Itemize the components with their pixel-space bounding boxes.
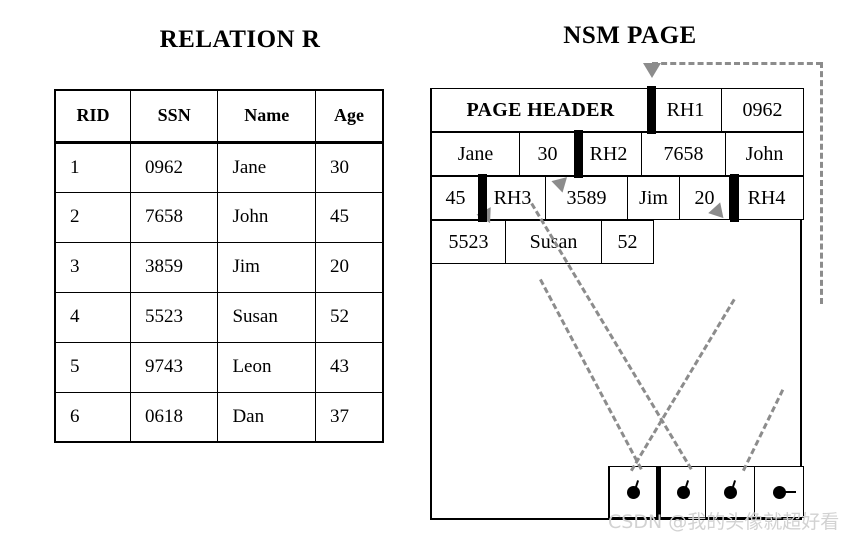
field-ssn-7658: 7658	[642, 132, 726, 176]
watermark: CSDN @我的头像就超好看	[608, 511, 840, 533]
cell-age: 30	[314, 141, 384, 193]
cell-rid: 6	[54, 391, 131, 443]
cell-age: 45	[314, 191, 384, 243]
nsm-row-4: 5523 Susan 52	[430, 220, 654, 264]
table-row: 4 5523 Susan 52	[54, 291, 384, 343]
nsm-row-1: PAGE HEADER RH1 0962	[430, 88, 804, 132]
field-ssn-3589: 3589	[546, 176, 628, 220]
cell-age: 37	[314, 391, 384, 443]
slot-pointer-dot-icon	[724, 486, 737, 499]
record-header-rh1: RH1	[650, 88, 722, 132]
cell-rid: 1	[54, 141, 131, 193]
dashed-line-top-horizontal	[652, 62, 822, 65]
cell-ssn: 0962	[129, 141, 219, 193]
nsm-page-box: PAGE HEADER RH1 0962 Jane 30 RH2 7658 Jo…	[430, 86, 804, 520]
field-age-52: 52	[602, 220, 654, 264]
relation-title: RELATION R	[159, 26, 321, 53]
slot-pointer-dot-icon	[627, 486, 640, 499]
cell-rid: 5	[54, 341, 131, 393]
record-separator-bar-3	[478, 174, 487, 222]
table-row: 3 3859 Jim 20	[54, 241, 384, 293]
slot-entry-3[interactable]	[706, 466, 755, 518]
field-ssn-5523: 5523	[430, 220, 506, 264]
cell-name: Jim	[217, 241, 316, 293]
cell-ssn: 9743	[129, 341, 219, 393]
slot-entry-4[interactable]	[755, 466, 804, 518]
column-header-rid: RID	[54, 89, 131, 144]
table-header-row: RID SSN Name Age	[54, 89, 384, 144]
cell-name: John	[217, 191, 316, 243]
relation-table: RID SSN Name Age 1 0962 Jane 30 2 7658 J…	[54, 89, 384, 443]
field-name-jane: Jane	[430, 132, 520, 176]
cell-age: 43	[314, 341, 384, 393]
column-header-ssn: SSN	[129, 89, 219, 144]
table-row: 1 0962 Jane 30	[54, 141, 384, 193]
nsm-row-3: 45 RH3 3589 Jim 20 RH4	[430, 176, 804, 220]
cell-name: Susan	[217, 291, 316, 343]
nsm-row-2: Jane 30 RH2 7658 John	[430, 132, 804, 176]
cell-rid: 2	[54, 191, 131, 243]
record-header-rh3: RH3	[480, 176, 546, 220]
field-age-45: 45	[430, 176, 480, 220]
slot-pointer-stub-icon	[784, 491, 796, 493]
slot-entry-2[interactable]	[657, 466, 706, 518]
slot-entry-1[interactable]	[608, 466, 657, 518]
cell-ssn: 3859	[129, 241, 219, 293]
field-ssn-0962: 0962	[722, 88, 804, 132]
table-row: 6 0618 Dan 37	[54, 391, 384, 443]
record-separator-bar-2	[574, 130, 583, 178]
field-age-20: 20	[680, 176, 730, 220]
record-separator-bar-4	[730, 174, 739, 222]
table-row: 5 9743 Leon 43	[54, 341, 384, 393]
cell-rid: 3	[54, 241, 131, 293]
slot-pointer-dot-icon	[773, 486, 786, 499]
page-header-cell: PAGE HEADER	[430, 88, 650, 132]
cell-age: 52	[314, 291, 384, 343]
cell-ssn: 0618	[129, 391, 219, 443]
cell-name: Leon	[217, 341, 316, 393]
arrow-head-rh1	[643, 63, 661, 78]
cell-name: Dan	[217, 391, 316, 443]
table-row: 2 7658 John 45	[54, 191, 384, 243]
cell-rid: 4	[54, 291, 131, 343]
field-name-john: John	[726, 132, 804, 176]
dashed-line-right-vertical	[820, 62, 823, 304]
record-separator-bar-1	[647, 86, 656, 134]
cell-name: Jane	[217, 141, 316, 193]
field-age-30: 30	[520, 132, 576, 176]
field-name-susan: Susan	[506, 220, 602, 264]
slot-directory	[608, 466, 804, 518]
nsm-page-title: NSM PAGE	[563, 22, 697, 49]
record-header-rh4: RH4	[730, 176, 804, 220]
record-header-rh2: RH2	[576, 132, 642, 176]
column-header-name: Name	[217, 89, 316, 144]
cell-ssn: 5523	[129, 291, 219, 343]
slot-pointer-dot-icon	[677, 486, 690, 499]
cell-age: 20	[314, 241, 384, 293]
cell-ssn: 7658	[129, 191, 219, 243]
column-header-age: Age	[314, 89, 384, 144]
field-name-jim: Jim	[628, 176, 680, 220]
